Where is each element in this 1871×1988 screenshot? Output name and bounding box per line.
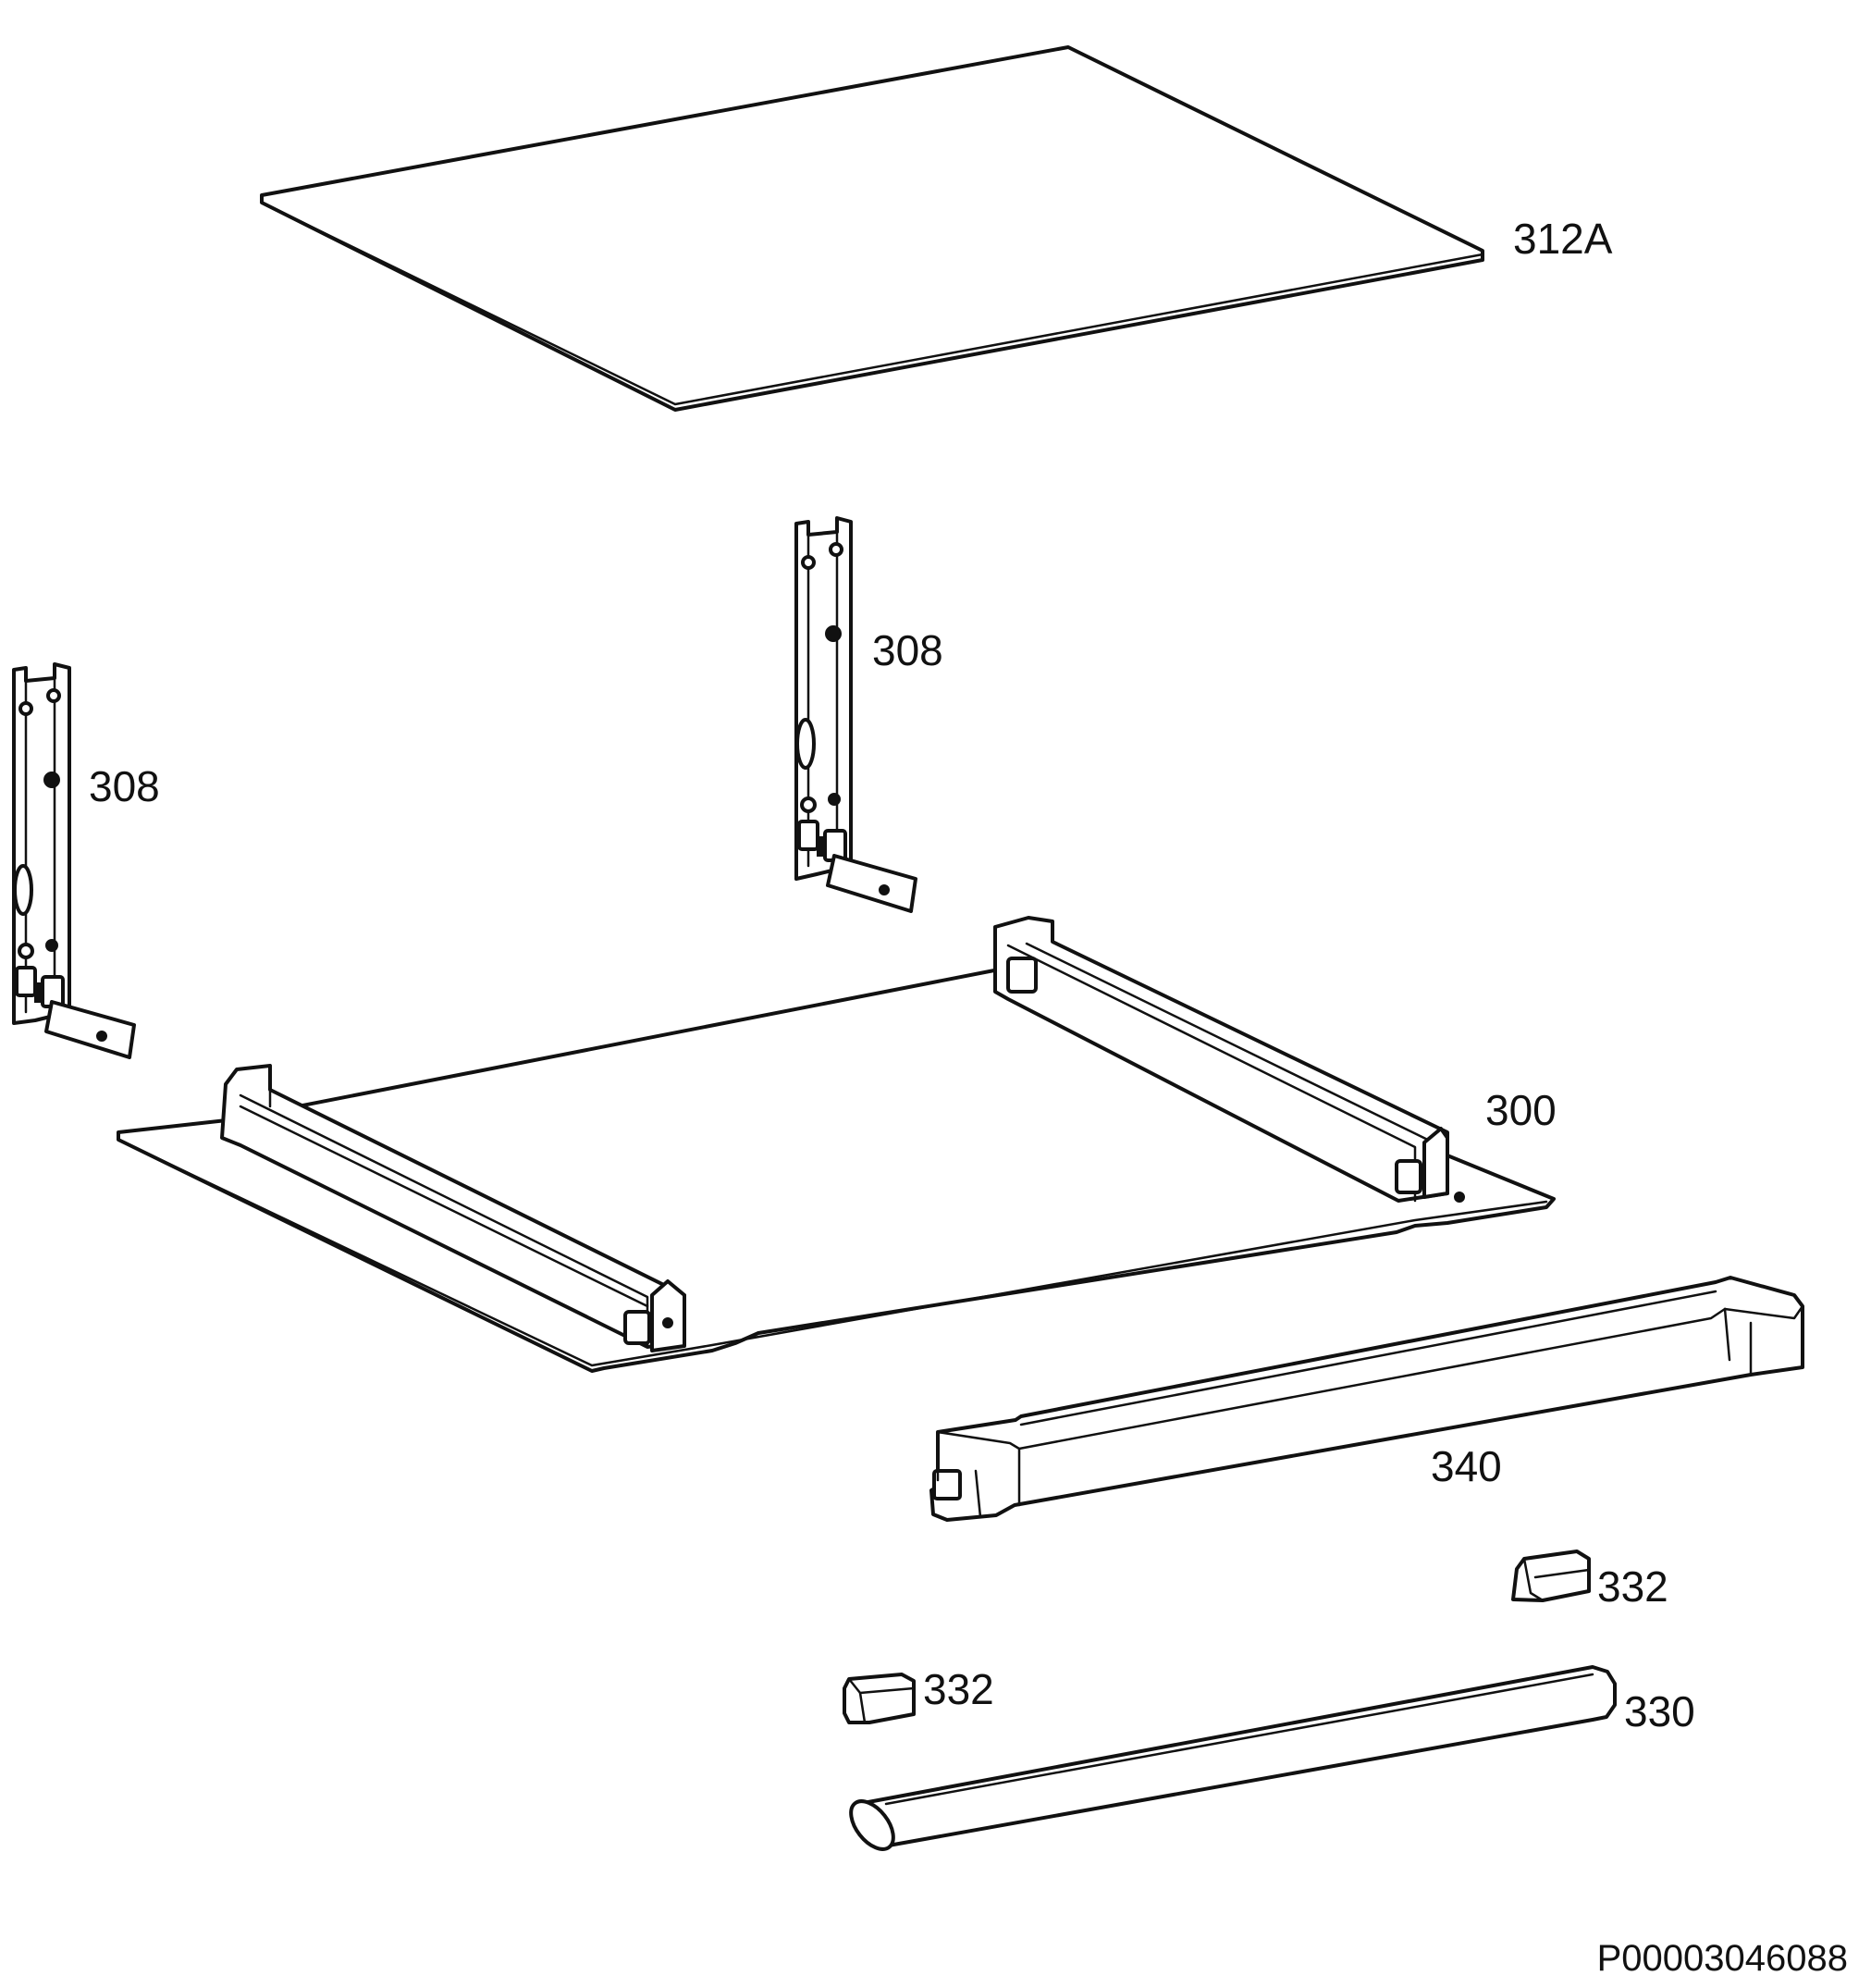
part-332-end-cap-right — [1511, 1550, 1591, 1602]
callout-300: 300 — [1485, 1086, 1557, 1134]
part-308-rack-support-left — [12, 662, 136, 1059]
part-308-rack-support-center — [794, 516, 917, 913]
callout-340: 340 — [1431, 1442, 1502, 1490]
part-340-front-bar — [929, 1276, 1804, 1522]
part-332-end-cap-left — [843, 1673, 916, 1724]
callout-332-right: 332 — [1597, 1562, 1668, 1611]
callout-308-left: 308 — [89, 762, 160, 810]
part-300-base-tray — [117, 916, 1556, 1373]
callout-332-left: 332 — [923, 1665, 994, 1713]
part-330-rod — [849, 1665, 1617, 1851]
document-id: P00003046088 — [1597, 1938, 1848, 1979]
callout-308-center: 308 — [872, 626, 943, 674]
part-312a-top-glass-panel — [260, 45, 1484, 412]
callout-312a: 312A — [1513, 215, 1613, 263]
callout-330: 330 — [1624, 1687, 1695, 1735]
